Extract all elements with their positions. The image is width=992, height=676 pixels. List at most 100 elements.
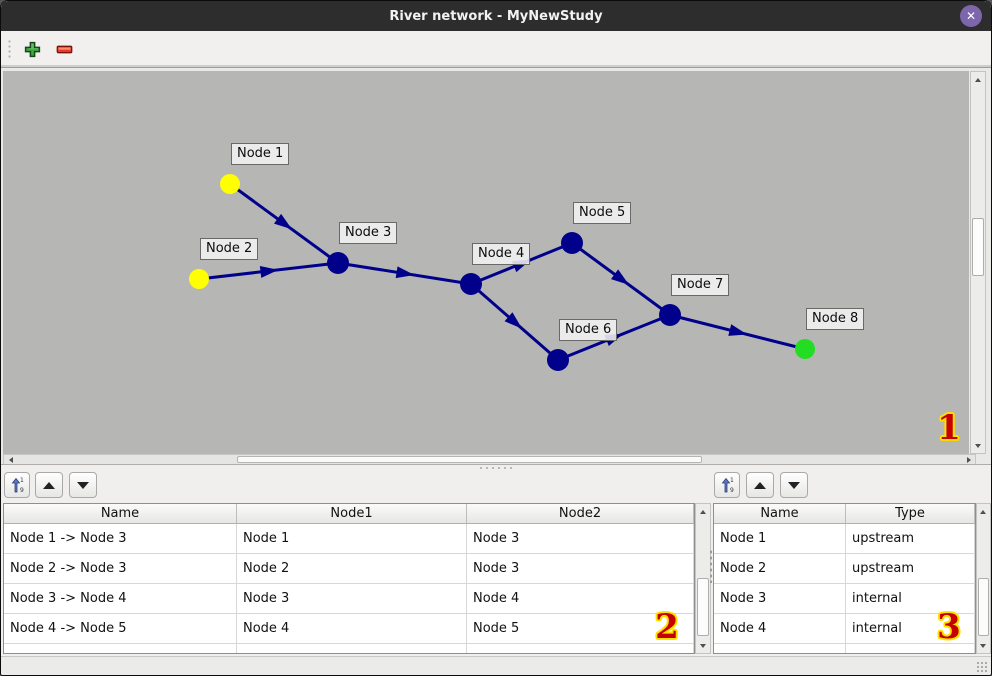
table-cell[interactable]: Node 4 bbox=[237, 614, 467, 643]
move-up-icon bbox=[43, 481, 55, 489]
table-cell[interactable] bbox=[846, 644, 975, 653]
scroll-left-icon[interactable] bbox=[5, 455, 16, 464]
node-node-6[interactable] bbox=[547, 349, 569, 371]
table-cell[interactable] bbox=[4, 644, 237, 653]
window-title: River network - MyNewStudy bbox=[389, 8, 603, 24]
title-bar[interactable]: River network - MyNewStudy ✕ bbox=[1, 1, 991, 31]
canvas-hscroll-thumb[interactable] bbox=[237, 456, 702, 463]
svg-text:1: 1 bbox=[730, 477, 734, 484]
scroll-down-icon[interactable] bbox=[971, 439, 984, 452]
move-down-icon bbox=[77, 481, 89, 489]
column-header-node1[interactable]: Node1 bbox=[237, 504, 467, 523]
edge-arrowhead-icon bbox=[611, 269, 630, 285]
edge-arrowhead-icon bbox=[274, 213, 293, 230]
table-cell[interactable]: Node 3 bbox=[467, 524, 694, 553]
node-node-5[interactable] bbox=[561, 232, 583, 254]
edge-arrowhead-icon bbox=[259, 265, 279, 278]
edge-node-3-to-node-4[interactable] bbox=[337, 261, 472, 286]
edges-sort-button[interactable]: 1 9 bbox=[4, 472, 30, 498]
column-header-name[interactable]: Name bbox=[4, 504, 237, 523]
remove-node-button[interactable] bbox=[52, 37, 76, 61]
table-row-empty[interactable] bbox=[4, 644, 694, 653]
resize-grip-icon[interactable] bbox=[976, 661, 989, 673]
canvas-vertical-scrollbar[interactable] bbox=[970, 71, 986, 454]
move-down-icon bbox=[788, 481, 800, 489]
canvas-vscroll-thumb[interactable] bbox=[972, 218, 984, 276]
edge-node-5-to-node-7[interactable] bbox=[571, 241, 671, 317]
table-cell[interactable]: Node 2 bbox=[237, 554, 467, 583]
edges-scroll-thumb[interactable] bbox=[697, 578, 709, 636]
column-header-node2[interactable]: Node2 bbox=[467, 504, 694, 523]
table-cell[interactable]: Node 1 -> Node 3 bbox=[4, 524, 237, 553]
vertical-splitter[interactable] bbox=[709, 549, 713, 583]
table-cell[interactable]: Node 4 bbox=[714, 614, 846, 643]
table-row-empty[interactable] bbox=[714, 644, 975, 653]
table-cell[interactable]: Node 4 -> Node 5 bbox=[4, 614, 237, 643]
table-cell[interactable]: Node 4 bbox=[467, 584, 694, 613]
toolbar-drag-handle[interactable] bbox=[7, 39, 13, 59]
minus-icon bbox=[56, 45, 72, 53]
table-cell[interactable]: Node 3 bbox=[237, 584, 467, 613]
table-cell[interactable] bbox=[467, 644, 694, 653]
scroll-up-icon[interactable] bbox=[971, 73, 984, 86]
table-cell[interactable]: internal bbox=[846, 614, 975, 643]
column-header-type[interactable]: Type bbox=[846, 504, 975, 523]
table-cell[interactable]: Node 2 bbox=[714, 554, 846, 583]
table-cell[interactable]: Node 3 bbox=[714, 584, 846, 613]
table-cell[interactable]: Node 1 bbox=[714, 524, 846, 553]
nodes-sort-button[interactable]: 1 9 bbox=[714, 472, 740, 498]
edge-node-7-to-node-8[interactable] bbox=[669, 313, 806, 351]
annotation-2: 2 bbox=[655, 607, 679, 647]
table-cell[interactable] bbox=[237, 644, 467, 653]
edges-move-up-button[interactable] bbox=[35, 472, 63, 498]
edge-arrowhead-icon bbox=[511, 259, 531, 273]
scroll-up-icon[interactable] bbox=[977, 505, 989, 518]
edges-move-down-button[interactable] bbox=[69, 472, 97, 498]
table-cell[interactable]: Node 1 bbox=[237, 524, 467, 553]
table-cell[interactable]: upstream bbox=[846, 524, 975, 553]
table-cell[interactable]: Node 5 bbox=[467, 614, 694, 643]
river-graph bbox=[189, 174, 815, 371]
horizontal-splitter[interactable] bbox=[1, 464, 991, 470]
scroll-down-icon[interactable] bbox=[696, 639, 709, 652]
edge-node-1-to-node-3[interactable] bbox=[229, 182, 339, 265]
edge-node-2-to-node-3[interactable] bbox=[198, 261, 339, 281]
edge-node-4-to-node-5[interactable] bbox=[470, 241, 573, 286]
node-node-2[interactable] bbox=[189, 269, 209, 289]
table-cell[interactable]: internal bbox=[846, 584, 975, 613]
column-header-name[interactable]: Name bbox=[714, 504, 846, 523]
table-cell[interactable]: Node 3 bbox=[467, 554, 694, 583]
scroll-up-icon[interactable] bbox=[696, 505, 709, 518]
nodes-scroll-thumb[interactable] bbox=[978, 578, 989, 636]
nodes-move-down-button[interactable] bbox=[780, 472, 808, 498]
table-cell[interactable]: upstream bbox=[846, 554, 975, 583]
node-node-4[interactable] bbox=[460, 273, 482, 295]
edge-node-4-to-node-6[interactable] bbox=[470, 282, 559, 362]
node-node-7[interactable] bbox=[659, 304, 681, 326]
edge-node-6-to-node-7[interactable] bbox=[557, 313, 671, 362]
add-node-button[interactable] bbox=[20, 37, 44, 61]
edge-arrowhead-icon bbox=[728, 324, 748, 336]
nodes-table-scrollbar[interactable] bbox=[976, 503, 991, 654]
node-node-8[interactable] bbox=[795, 339, 815, 359]
scroll-right-icon[interactable] bbox=[963, 455, 974, 464]
table-cell[interactable]: Node 2 -> Node 3 bbox=[4, 554, 237, 583]
node-node-1[interactable] bbox=[220, 174, 240, 194]
close-icon[interactable]: ✕ bbox=[960, 5, 982, 27]
node-node-3[interactable] bbox=[327, 252, 349, 274]
table-cell[interactable]: Node 3 -> Node 4 bbox=[4, 584, 237, 613]
table-cell[interactable] bbox=[714, 644, 846, 653]
nodes-move-up-button[interactable] bbox=[746, 472, 774, 498]
scroll-down-icon[interactable] bbox=[977, 639, 989, 652]
